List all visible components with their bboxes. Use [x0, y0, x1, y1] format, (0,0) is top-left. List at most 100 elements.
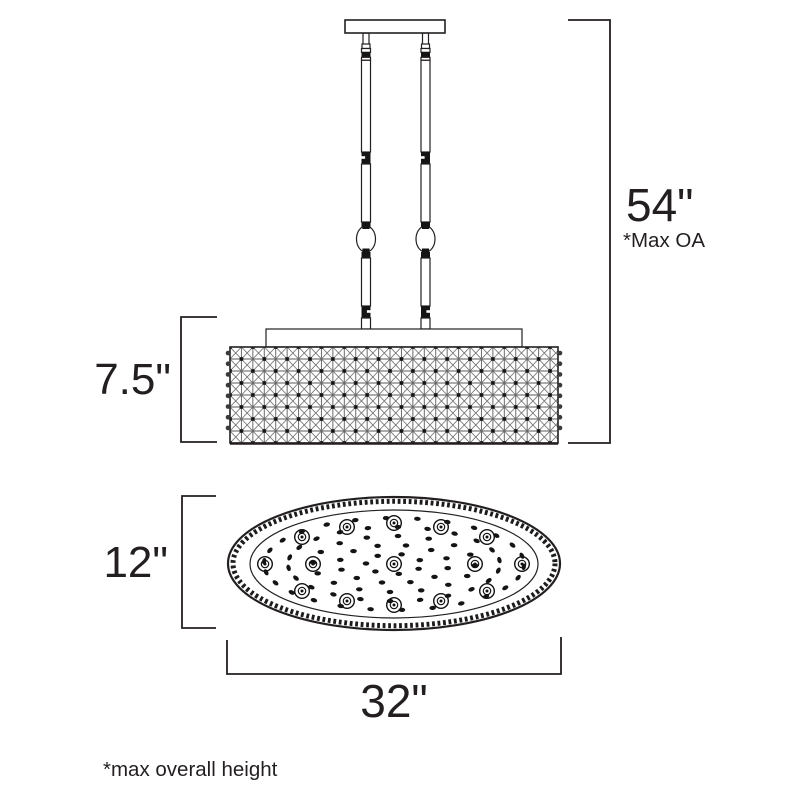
crystal-bead-dot	[272, 580, 279, 586]
crystal-bead-dot	[451, 531, 458, 536]
crystal-bead-dot	[364, 525, 372, 531]
top-view	[226, 495, 562, 632]
crystal-bead-dot	[398, 552, 405, 557]
dim-shade-height-line	[180, 316, 217, 443]
crystal-bead-dot	[473, 538, 480, 544]
crystal-bead-dot	[427, 547, 435, 553]
crystal-bead-dot	[313, 536, 320, 541]
crystal-bead-dot	[310, 597, 318, 603]
crystal-bead-dot	[374, 543, 381, 549]
ceiling-canopy	[344, 19, 446, 34]
crystal-bead-dot	[363, 535, 371, 540]
crystal-bead-dot	[497, 556, 502, 564]
crystal-bead-dot	[386, 589, 394, 595]
dim-overall-height-label: 54"	[626, 179, 694, 231]
crystal-bead-dot	[309, 560, 317, 565]
crystal-bead-dot	[398, 607, 406, 613]
dim-overall-height-line	[568, 19, 611, 444]
left-hang-rod	[355, 32, 377, 330]
crystal-bead-dot	[357, 596, 364, 602]
crystal-bead-dot	[263, 569, 269, 576]
bulb-holder-dot	[345, 599, 349, 603]
crystal-bead-dot	[350, 549, 357, 554]
crystal-bead-dot	[489, 547, 495, 553]
crystal-bead-dot	[330, 580, 338, 585]
crystal-bead-dot	[407, 580, 414, 585]
crystal-bead-dot	[424, 526, 431, 532]
crystal-bead-dot	[298, 529, 306, 534]
bulb-holder-dot	[345, 525, 349, 529]
crystal-bead-dot	[353, 575, 361, 581]
crystal-bead-dot	[414, 516, 421, 521]
crystal-bead-dot	[458, 601, 465, 606]
top-view-bead-ring	[230, 498, 558, 629]
crystal-bead-dot	[415, 566, 422, 571]
dim-width-line	[226, 637, 562, 675]
bulb-holder-dot	[300, 589, 304, 593]
crystal-bead-dot	[395, 571, 403, 577]
crystal-bead-dot	[382, 515, 390, 521]
crystal-bead-dot	[521, 563, 526, 571]
crystal-bead-dot	[450, 543, 458, 548]
crystal-bead-dot	[471, 563, 479, 568]
crystal-bead-dot	[444, 519, 451, 525]
crystal-bead-dot	[394, 533, 402, 539]
bulb-holder-dot	[392, 603, 396, 607]
crystal-bead-dot	[495, 567, 501, 574]
dim-shade-height-label: 7.5"	[94, 355, 171, 404]
crystal-bead-dot	[378, 580, 386, 585]
crystal-bead-dot	[296, 544, 303, 550]
crystal-bead-dot	[443, 556, 450, 561]
crystal-bead-dot	[416, 597, 424, 603]
footnote: *max overall height	[103, 758, 278, 781]
crystal-bead-dot	[356, 587, 363, 592]
crystal-drum-shade	[230, 347, 558, 443]
crystal-bead-dot	[367, 607, 374, 612]
dim-width-label: 32"	[360, 675, 428, 727]
crystal-bead-dot	[429, 605, 436, 611]
crystal-bead-dot	[267, 547, 273, 554]
crystal-bead-dot	[337, 603, 344, 609]
crystal-bead-dot	[336, 530, 344, 535]
crystal-bead-dot	[482, 594, 490, 599]
crystal-bead-dot	[502, 585, 509, 591]
crystal-bead-dot	[444, 593, 452, 598]
right-hang-rod	[415, 32, 436, 330]
crystal-bead-dot	[519, 552, 525, 559]
crystal-bead-dot	[338, 567, 345, 572]
crystal-bead-dot	[468, 587, 475, 592]
crystal-bead-dot	[308, 584, 315, 590]
crystal-bead-dot	[444, 566, 452, 571]
side-view	[225, 19, 563, 445]
crystal-bead-dot	[262, 557, 267, 565]
crystal-bead-dot	[372, 569, 379, 574]
crystal-bead-dot	[493, 533, 500, 538]
crystal-bead-dot	[362, 561, 370, 566]
crystal-bead-dot	[323, 522, 330, 527]
dim-depth-label: 12"	[103, 538, 168, 587]
crystal-bead-dot	[330, 592, 337, 597]
crystal-bead-dot	[515, 574, 521, 581]
dim-overall-height-note: *Max OA	[623, 229, 705, 252]
bulb-holder-dot	[485, 589, 489, 593]
crystal-bead-dot	[467, 552, 474, 557]
crystal-bead-dot	[314, 571, 322, 576]
crystal-bead-dot	[374, 553, 382, 559]
crystal-bead-dot	[352, 517, 359, 523]
crystal-bead-dot	[287, 554, 293, 561]
crystal-bead-dot	[416, 558, 424, 563]
dimension-annotations: 54" *Max OA 7.5" 12" 32" *max overall he…	[94, 19, 705, 781]
crystal-bead-dot	[286, 564, 291, 572]
crystal-bead-dot	[288, 590, 295, 595]
bulb-holder-dot	[392, 562, 396, 566]
bulb-holder-dot	[392, 521, 396, 525]
mount-plate	[265, 328, 523, 348]
crystal-bead-dot	[417, 588, 425, 593]
crystal-bead-dot	[293, 575, 299, 581]
top-view-crystal-dots	[262, 515, 526, 613]
crystal-bead-dot	[337, 557, 344, 563]
crystal-bead-dot	[431, 574, 438, 580]
bulb-holder-dot	[485, 535, 489, 539]
